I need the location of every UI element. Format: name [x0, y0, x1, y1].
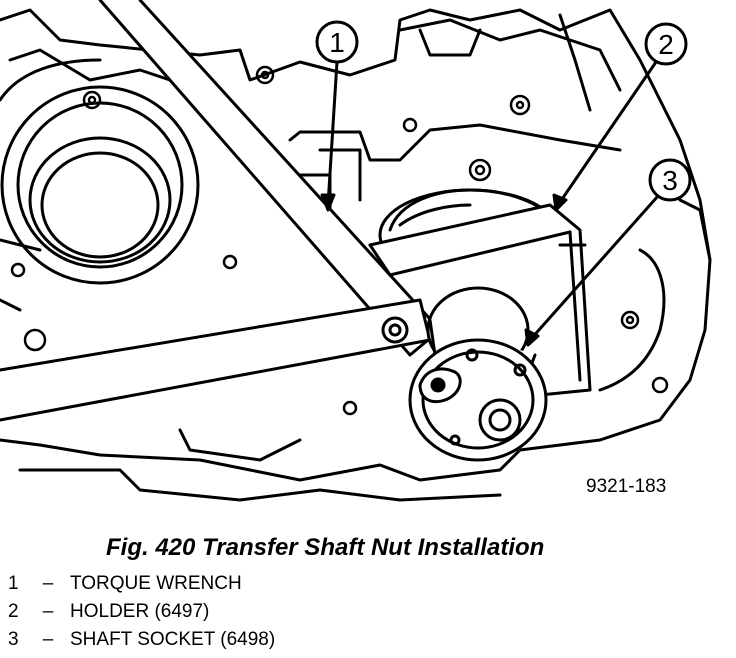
figure-id: 9321-183 — [586, 476, 667, 497]
legend-item-number: 2 — [8, 601, 19, 622]
legend-item-number: 1 — [8, 573, 19, 594]
legend-item-separator: – — [42, 601, 54, 622]
case-bolts — [10, 65, 669, 416]
callout-3 — [524, 158, 692, 347]
legend-item-label: TORQUE WRENCH — [70, 573, 242, 594]
figure-caption: Fig. 420 Transfer Shaft Nut Installation — [106, 534, 545, 561]
legend-item: 2 –HOLDER (6497) — [8, 598, 275, 626]
legend-item-separator: – — [42, 573, 54, 594]
seal-bore — [0, 85, 200, 285]
callout-2 — [552, 22, 688, 212]
legend-item: 3 –SHAFT SOCKET (6498) — [8, 626, 275, 654]
callout-1-number: 1 — [329, 27, 345, 58]
torque-wrench — [0, 0, 442, 422]
callout-2-number: 2 — [658, 29, 674, 60]
callout-3-number: 3 — [662, 165, 678, 196]
legend-item: 1 –TORQUE WRENCH — [8, 570, 275, 598]
legend-list: 1–TORQUE WRENCH 2–HOLDER (6497) 3–SHAFT … — [8, 570, 275, 654]
legend-item-label: SHAFT SOCKET (6498) — [70, 629, 276, 650]
transmission-case — [0, 8, 712, 502]
shaft-socket — [408, 286, 548, 462]
legend-item-separator: – — [42, 629, 54, 650]
callout-1 — [315, 20, 359, 212]
transfer-shaft-illustration: 1 2 3 — [0, 0, 712, 502]
legend-item-label: HOLDER (6497) — [70, 601, 210, 622]
legend-item-number: 3 — [8, 629, 19, 650]
